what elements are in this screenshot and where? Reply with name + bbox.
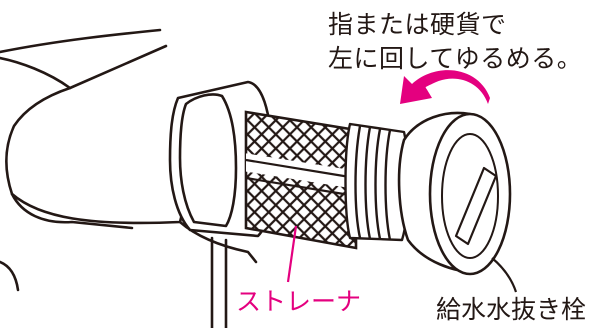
instruction-text: 指または硬貨で 左に回してゆるめる。	[328, 8, 582, 76]
counterclockwise-arrow-icon	[400, 70, 490, 104]
instruction-line-1: 指または硬貨で	[328, 10, 507, 39]
strainer-label: ストレーナ	[236, 287, 362, 316]
instruction-line-2: 左に回してゆるめる。	[328, 44, 583, 73]
thread-section	[344, 122, 410, 242]
strainer-mesh	[244, 110, 358, 250]
drain-plug-label: 給水水抜き栓	[436, 295, 587, 324]
drain-plug-leader-line	[491, 257, 518, 293]
drain-plug-cap	[397, 111, 512, 276]
strainer-leader-line	[286, 225, 298, 283]
appliance-body	[0, 28, 258, 328]
